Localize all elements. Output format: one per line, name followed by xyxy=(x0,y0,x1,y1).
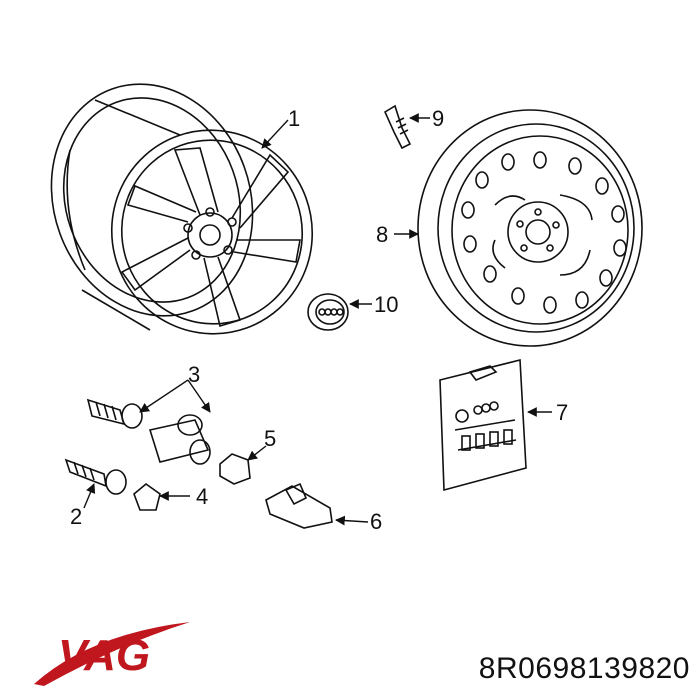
bolt-cap xyxy=(133,482,161,511)
cap-removal-tool xyxy=(265,482,333,529)
callout-9: 9 xyxy=(432,106,444,131)
callout-4: 4 xyxy=(196,484,208,509)
center-cap xyxy=(307,293,349,331)
part-number: 8R0698139820 xyxy=(478,652,690,685)
alloy-wheel xyxy=(50,83,314,335)
nut-cap xyxy=(219,453,251,485)
callout-1: 1 xyxy=(288,106,300,131)
callout-8: 8 xyxy=(376,222,388,247)
logo-text: VAG xyxy=(58,631,150,680)
callout-7: 7 xyxy=(556,400,568,425)
callout-6: 6 xyxy=(370,509,382,534)
vag-logo: VAG xyxy=(34,622,190,686)
logo-swoosh-icon xyxy=(34,622,190,686)
callout-3: 3 xyxy=(188,362,200,387)
wheel-bolt xyxy=(64,458,127,495)
bolt-kit-package xyxy=(439,358,527,492)
adapter xyxy=(148,414,211,465)
callout-10: 10 xyxy=(374,292,398,317)
callout-5: 5 xyxy=(264,426,276,451)
locking-bolt xyxy=(86,398,143,429)
leader-lines xyxy=(83,113,552,526)
callout-2: 2 xyxy=(70,504,82,529)
steel-wheel xyxy=(417,109,643,347)
valve-stem xyxy=(383,104,412,150)
